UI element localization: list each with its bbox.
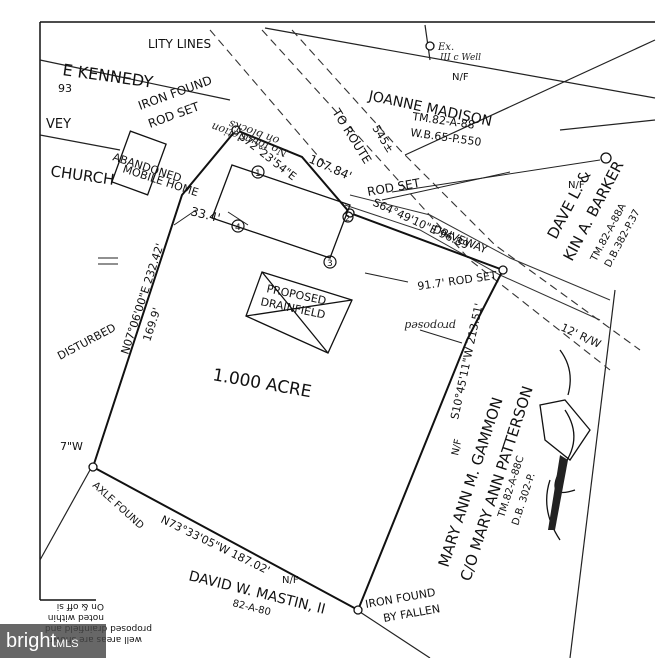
- label-gammon-nf: N/F: [450, 438, 464, 457]
- well-symbols: [231, 165, 354, 269]
- label-joanne-nf: N/F: [452, 72, 469, 83]
- parcel-boundary: [91, 128, 505, 612]
- leader-lines: [98, 159, 601, 344]
- brightmls-watermark: brightMLS: [0, 624, 106, 658]
- sheet-border: [39, 21, 655, 601]
- corner-label-4: 4: [235, 223, 241, 233]
- corner-label-1: 1: [255, 169, 261, 179]
- note-line-2: noted within: [48, 612, 104, 622]
- label-utility-lines: LITY LINES: [148, 37, 211, 51]
- plat-labels: LITY LINES E KENNEDY 93 VEY CHURCH IRON …: [44, 37, 642, 644]
- corner-label-2: 2: [345, 214, 350, 223]
- abandoned-mobile-home: [111, 130, 167, 196]
- label-route-num: 545±: [369, 123, 396, 156]
- label-acre: 1.000 ACRE: [211, 365, 313, 402]
- watermark-brand: bright: [6, 630, 57, 652]
- label-dave-nf: N/F: [568, 180, 585, 191]
- corner-label-3: 3: [327, 259, 333, 269]
- label-rod-set-mid: ROD SET: [366, 176, 422, 199]
- label-rod-set-right: 91.7' ROD SET: [417, 269, 498, 293]
- dark-brush: [548, 455, 568, 530]
- adjoining-lines: [39, 24, 656, 658]
- label-bearing-bottom: N73°33'05"W 187.02': [159, 513, 272, 577]
- label-tw: 7"W: [60, 440, 83, 453]
- label-road-12: 12' R/W: [559, 321, 603, 351]
- label-ex-well-top2: III c Well: [439, 53, 481, 63]
- proposed-drainfield: [245, 271, 353, 354]
- label-kennedy: E KENNEDY: [61, 60, 154, 92]
- road-right-of-way: [209, 29, 641, 371]
- label-mastin-nf: N/F: [282, 575, 299, 586]
- house-outline: [211, 164, 351, 259]
- note-line-1: On & off si: [57, 601, 104, 611]
- label-dist-33: 33.4': [189, 204, 222, 225]
- label-church: CHURCH: [49, 162, 115, 189]
- label-to-route: TO ROUTE: [329, 105, 374, 166]
- label-proposed-well: proposed: [404, 319, 456, 332]
- tree-cluster: [539, 349, 591, 541]
- driveway: [344, 194, 611, 321]
- label-axle-found: AXLE FOUND: [90, 480, 146, 532]
- label-ex-well-top: Ex.: [437, 42, 454, 53]
- label-dist-107: 107.84': [307, 152, 354, 183]
- label-disturbed: DISTURBED: [55, 321, 118, 363]
- label-kennedy-num: 93: [58, 82, 72, 95]
- watermark-suffix: MLS: [56, 638, 79, 650]
- label-vey: VEY: [46, 117, 71, 132]
